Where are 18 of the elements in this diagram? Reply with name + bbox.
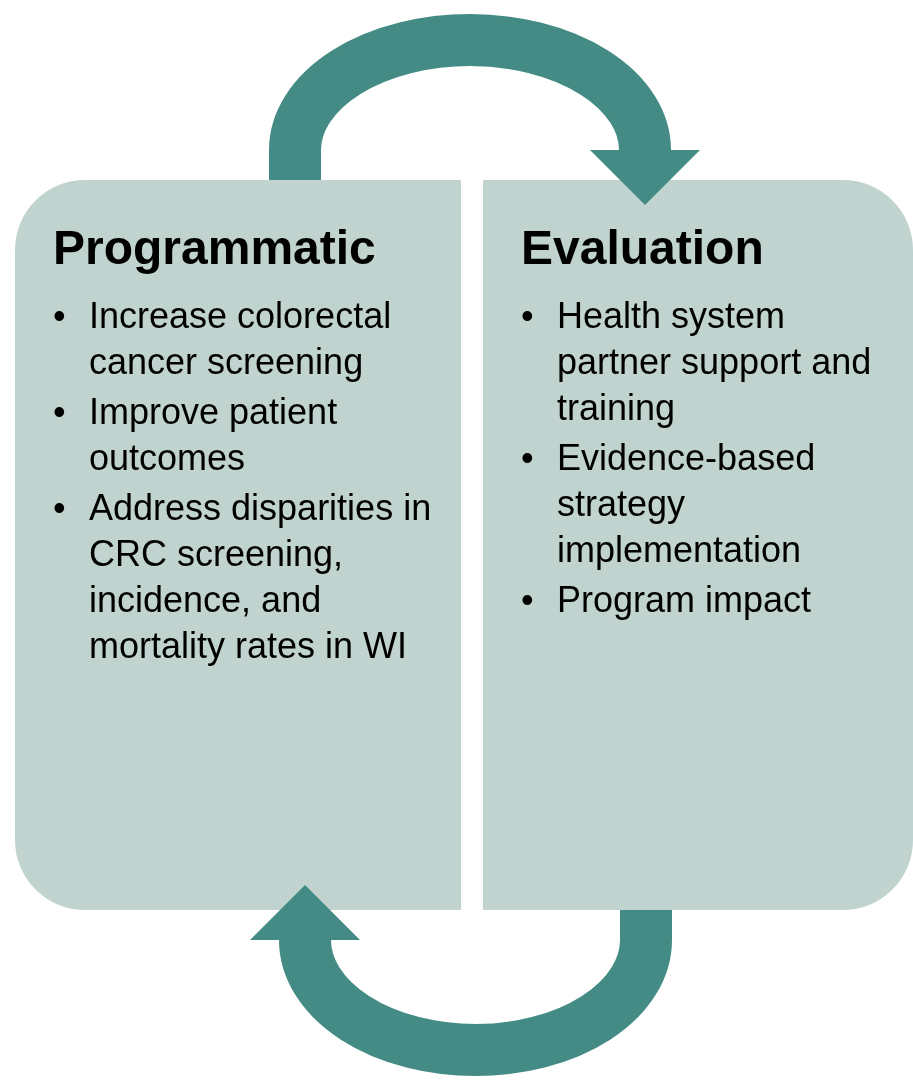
bullet-item: Evidence-based strategy implementation — [557, 436, 817, 572]
bullet-point: • — [521, 294, 535, 338]
bullet-point: • — [53, 390, 67, 434]
bullet-point: • — [53, 294, 67, 338]
bullet-item: Increase colorectal cancer screening — [89, 294, 393, 384]
bullet-item: Health system partner support and training — [557, 294, 873, 430]
panel — [483, 180, 913, 910]
bullet-item: Program impact — [557, 578, 812, 622]
bullet-point: • — [521, 578, 535, 622]
panel-heading: Programmatic — [53, 220, 377, 275]
bullet-item: Improve patient outcomes — [89, 390, 339, 480]
bullet-point: • — [53, 486, 67, 530]
bullet-item: Address disparities in CRC screening, incidence, and mortality rates in WI — [89, 486, 433, 668]
curved-arrow — [269, 14, 700, 205]
panel — [15, 180, 461, 910]
curved-arrow — [250, 885, 672, 1076]
panel-heading: Evaluation — [521, 220, 765, 275]
bullet-point: • — [521, 436, 535, 480]
